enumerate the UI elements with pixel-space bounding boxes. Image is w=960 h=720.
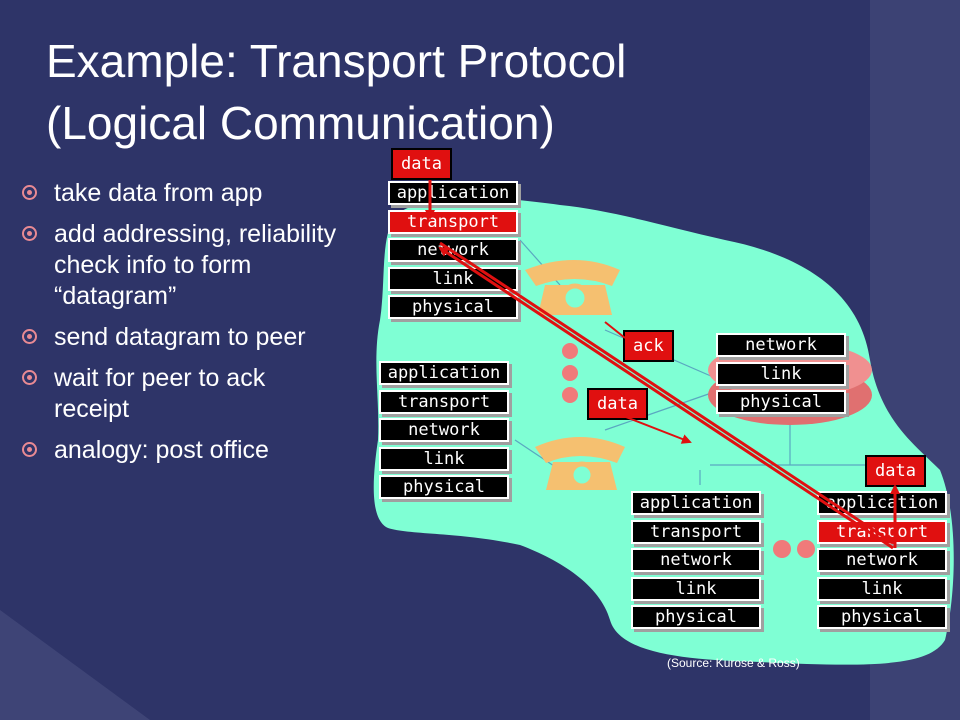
layer-physical: physical bbox=[631, 605, 761, 629]
layer-transport: transport bbox=[817, 519, 947, 544]
bullet-item: send datagram to peer bbox=[22, 322, 342, 353]
layer-link: link bbox=[388, 266, 518, 291]
source-caption: (Source: Kurose & Ross) bbox=[667, 656, 800, 670]
layer-link: link bbox=[817, 576, 947, 601]
protocol-stack-mid-left: application transport network link physi… bbox=[379, 361, 509, 504]
layer-application: application bbox=[379, 361, 509, 385]
protocol-stack-bottom-right: application transport network link physi… bbox=[817, 491, 947, 634]
bullet-list: take data from app add addressing, relia… bbox=[22, 178, 342, 476]
layer-application: application bbox=[388, 181, 518, 205]
layer-physical: physical bbox=[716, 390, 846, 414]
data-tag-mid: data bbox=[587, 388, 648, 420]
layer-network: network bbox=[631, 548, 761, 572]
corner-shape bbox=[0, 610, 150, 720]
layer-application: application bbox=[817, 491, 947, 515]
bullet-item: analogy: post office bbox=[22, 435, 342, 466]
bullet-icon bbox=[22, 185, 37, 200]
layer-link: link bbox=[379, 446, 509, 471]
slide-title-line1: Example: Transport Protocol bbox=[46, 35, 627, 87]
layer-network: network bbox=[817, 548, 947, 572]
bullet-item: take data from app bbox=[22, 178, 342, 209]
layer-link: link bbox=[631, 576, 761, 601]
protocol-stack-bottom-mid: application transport network link physi… bbox=[631, 491, 761, 634]
layer-physical: physical bbox=[817, 605, 947, 629]
layer-network: network bbox=[388, 238, 518, 262]
layer-transport: transport bbox=[631, 519, 761, 544]
layer-physical: physical bbox=[379, 475, 509, 499]
bullet-icon bbox=[22, 370, 37, 385]
bullet-item: add addressing, reliability check info t… bbox=[22, 219, 342, 312]
layer-physical: physical bbox=[388, 295, 518, 319]
layer-network: network bbox=[716, 333, 846, 357]
slide-title-line2: (Logical Communication) bbox=[46, 97, 555, 149]
bullet-icon bbox=[22, 226, 37, 241]
bullet-icon bbox=[22, 329, 37, 344]
layer-network: network bbox=[379, 418, 509, 442]
bullet-icon bbox=[22, 442, 37, 457]
bullet-item: wait for peer to ack receipt bbox=[22, 363, 342, 425]
data-tag-top: data bbox=[391, 148, 452, 180]
protocol-stack-router: network link physical bbox=[716, 333, 846, 419]
data-tag-right: data bbox=[865, 455, 926, 487]
protocol-stack-top-left: application transport network link physi… bbox=[388, 181, 518, 324]
layer-link: link bbox=[716, 361, 846, 386]
layer-transport: transport bbox=[379, 389, 509, 414]
layer-transport: transport bbox=[388, 209, 518, 234]
layer-application: application bbox=[631, 491, 761, 515]
ack-tag: ack bbox=[623, 330, 674, 362]
